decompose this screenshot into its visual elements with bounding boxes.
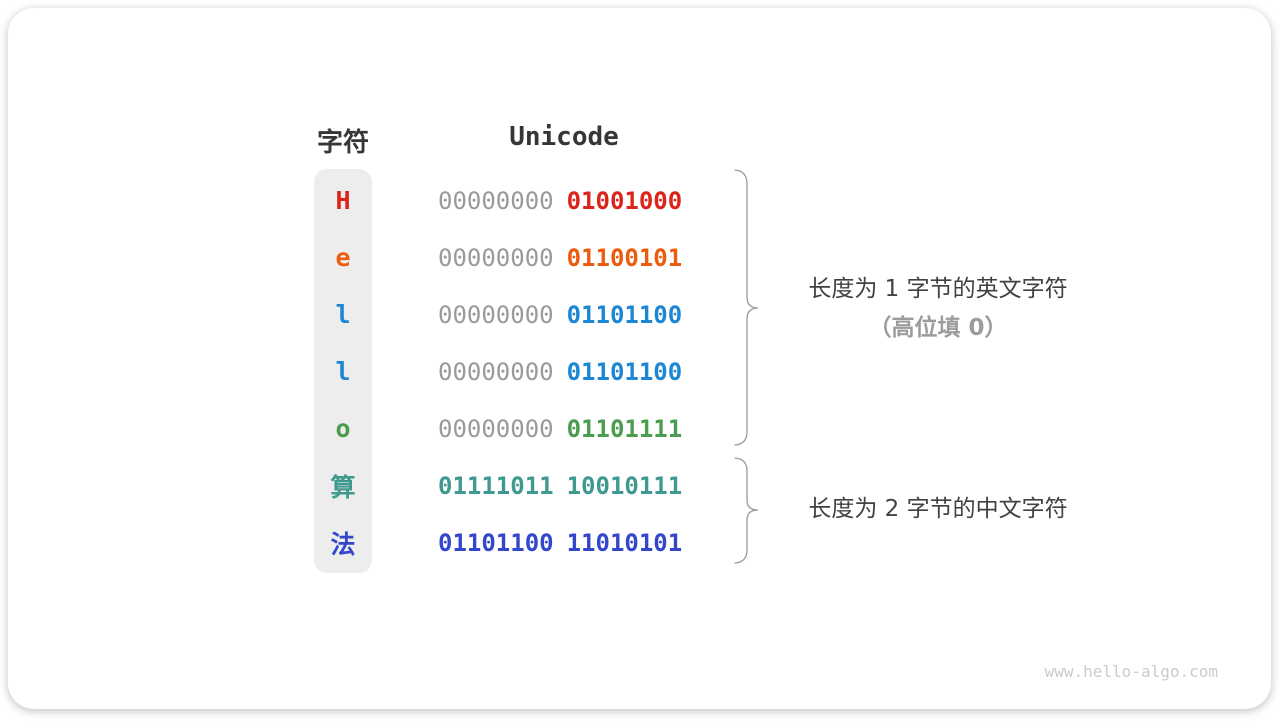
character-cell: l xyxy=(335,357,351,386)
character-cell: o xyxy=(335,414,351,443)
annotation-one-byte-note: （高位填 0） xyxy=(868,315,1008,341)
binary-row: 00000000 01101100 xyxy=(438,286,698,343)
annotation-one-byte-text: 长度为 1 字节的英文字符 xyxy=(808,276,1068,302)
binary-row: 00000000 01001000 xyxy=(438,172,698,229)
character-cell: e xyxy=(335,243,351,272)
low-byte: 01101111 xyxy=(566,414,683,443)
binary-row: 00000000 01101111 xyxy=(438,400,698,457)
character-cell: l xyxy=(335,300,351,329)
character-cell: H xyxy=(335,186,351,215)
low-byte: 10010111 xyxy=(566,471,683,500)
binary-row: 00000000 01101100 xyxy=(438,343,698,400)
low-byte: 01101100 xyxy=(566,300,683,329)
high-byte: 00000000 xyxy=(438,243,554,272)
high-byte: 01101100 xyxy=(438,528,554,557)
binary-row: 01111011 10010111 xyxy=(438,457,698,514)
brace-two-byte-group xyxy=(734,457,759,564)
binary-row: 01101100 11010101 xyxy=(438,514,698,571)
column-header-unicode: Unicode xyxy=(509,122,619,152)
low-byte: 01101100 xyxy=(566,357,683,386)
column-header-character: 字符 xyxy=(316,128,369,158)
high-byte: 00000000 xyxy=(438,300,554,329)
high-byte: 00000000 xyxy=(438,414,554,443)
low-byte: 11010101 xyxy=(566,528,683,557)
high-byte: 00000000 xyxy=(438,186,554,215)
annotation-one-byte: 长度为 1 字节的英文字符 （高位填 0） xyxy=(764,274,1112,343)
brace-one-byte-group xyxy=(734,169,759,446)
high-byte: 00000000 xyxy=(438,357,554,386)
high-byte: 01111011 xyxy=(438,471,554,500)
character-cell: 算 xyxy=(330,472,356,502)
character-cell: 法 xyxy=(330,529,356,559)
low-byte: 01001000 xyxy=(566,186,683,215)
character-column-background xyxy=(314,169,372,573)
annotation-two-byte: 长度为 2 字节的中文字符 xyxy=(764,494,1112,524)
low-byte: 01100101 xyxy=(566,243,683,272)
annotation-two-byte-text: 长度为 2 字节的中文字符 xyxy=(808,496,1068,522)
watermark: www.hello-algo.com xyxy=(1044,662,1218,681)
binary-row: 00000000 01100101 xyxy=(438,229,698,286)
